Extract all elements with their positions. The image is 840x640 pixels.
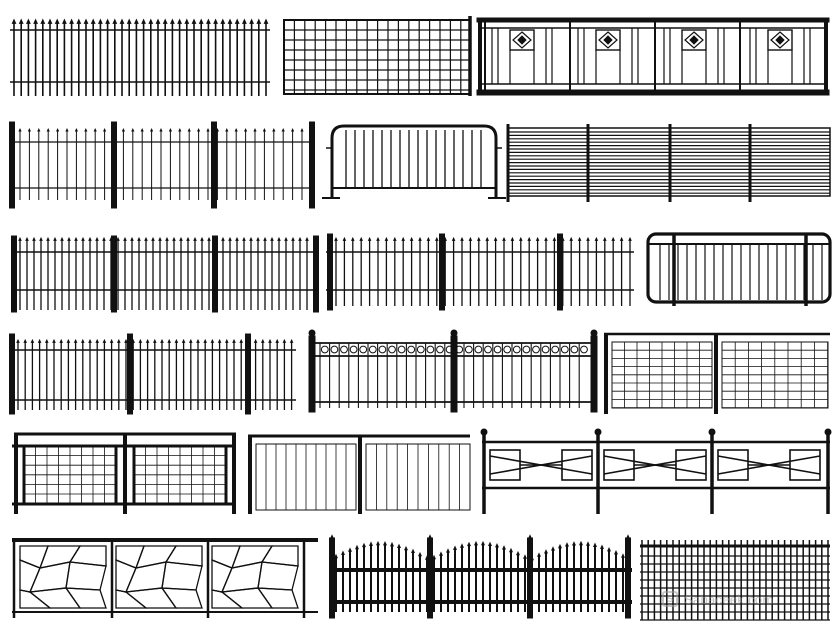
fence-diamond-ornament-railing — [476, 17, 830, 96]
fence-tall-post-picket — [9, 121, 315, 209]
watermark-text: Sabaceek.com — [684, 591, 774, 607]
fence-picket-square-posts — [9, 333, 296, 415]
watermark-logo: S — [662, 591, 678, 607]
fence-dense-grid — [640, 540, 830, 621]
fence-square-grid — [283, 16, 472, 96]
fence-spear-picket — [10, 18, 270, 96]
fence-grid-framed — [604, 332, 830, 414]
fence-ring-decorative — [308, 329, 598, 413]
fence-vertical-board — [248, 434, 471, 514]
fence-crowd-barrier — [322, 124, 506, 199]
fence-spear-double-rail — [11, 235, 319, 313]
fence-spear-posts — [326, 233, 634, 311]
fence-arched-picket — [329, 534, 632, 619]
fence-grid-railing — [12, 432, 236, 514]
fence-zigzag-geometric — [480, 428, 832, 514]
fence-stone-pattern-railing — [12, 538, 318, 618]
fence-horizontal-slat — [506, 124, 831, 202]
watermark: S Sabaceek.com — [662, 588, 774, 610]
fence-rounded-balcony — [646, 232, 832, 306]
